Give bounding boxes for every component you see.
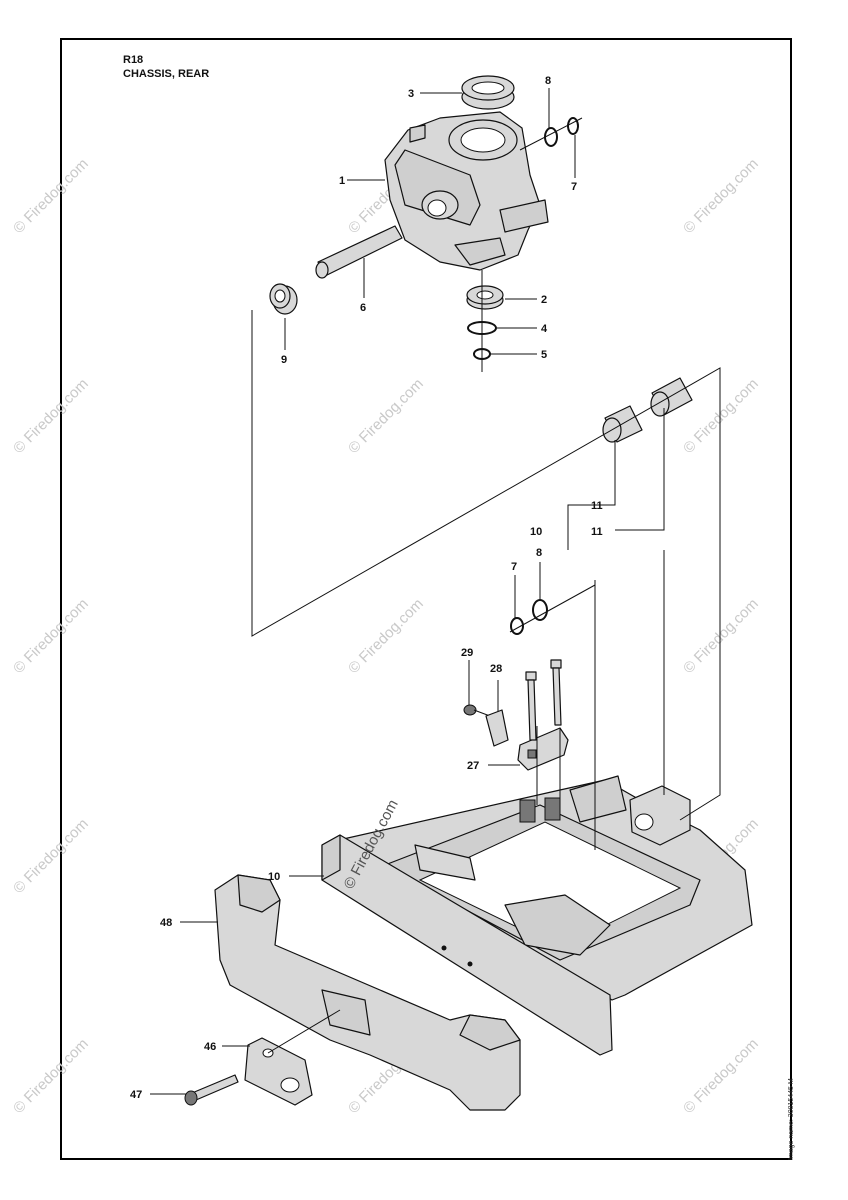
part-1-housing <box>384 111 549 271</box>
diagram-title: CHASSIS, REAR <box>123 68 210 80</box>
callout-29: 29 <box>461 647 473 659</box>
callout-3: 3 <box>408 88 414 100</box>
callout-10: 10 <box>530 526 542 538</box>
callout-1: 1 <box>339 175 345 187</box>
callout-47: 47 <box>130 1089 142 1101</box>
callout-7: 7 <box>571 181 577 193</box>
part-6-shaft <box>315 225 403 279</box>
image-name: Image name: 30815445 M <box>788 1078 795 1160</box>
part-7-circlip-top <box>567 117 579 135</box>
callout-46: 46 <box>204 1041 216 1053</box>
long-bolts <box>525 659 562 741</box>
part-28-plate <box>485 709 509 747</box>
part-8-washer-lower <box>532 599 548 621</box>
part-10-crossbar <box>321 834 613 1056</box>
callout-8: 8 <box>545 75 551 87</box>
part-3-seal <box>461 75 515 110</box>
part-29-bolt <box>463 704 491 717</box>
callout-11-b: 11 <box>591 526 603 538</box>
part-10-chassis-frame <box>329 775 753 1001</box>
part-11-bushing-a <box>602 405 643 443</box>
callout-6: 6 <box>360 302 366 314</box>
callout-8-lower: 8 <box>536 547 542 559</box>
part-8-washer-top <box>544 127 558 147</box>
diagram-code: R18 <box>123 54 144 66</box>
callout-2: 2 <box>541 294 547 306</box>
callout-10-chassis: 10 <box>268 871 280 883</box>
diagram-frame <box>60 38 792 1160</box>
callout-4: 4 <box>541 323 548 335</box>
part-47-bolt <box>184 1074 239 1106</box>
part-2-bearing <box>466 285 504 310</box>
part-11-bushing-b <box>650 377 693 417</box>
callout-28: 28 <box>490 663 502 675</box>
callout-27: 27 <box>467 760 479 772</box>
callout-9: 9 <box>281 354 287 366</box>
part-48-bumper <box>214 874 521 1111</box>
part-46-hitch-plate <box>244 1037 313 1106</box>
callout-5: 5 <box>541 349 547 361</box>
part-9-bushing <box>269 283 298 315</box>
callout-7-lower: 7 <box>511 561 517 573</box>
callout-11: 11 <box>591 500 603 512</box>
callout-48: 48 <box>160 917 172 929</box>
